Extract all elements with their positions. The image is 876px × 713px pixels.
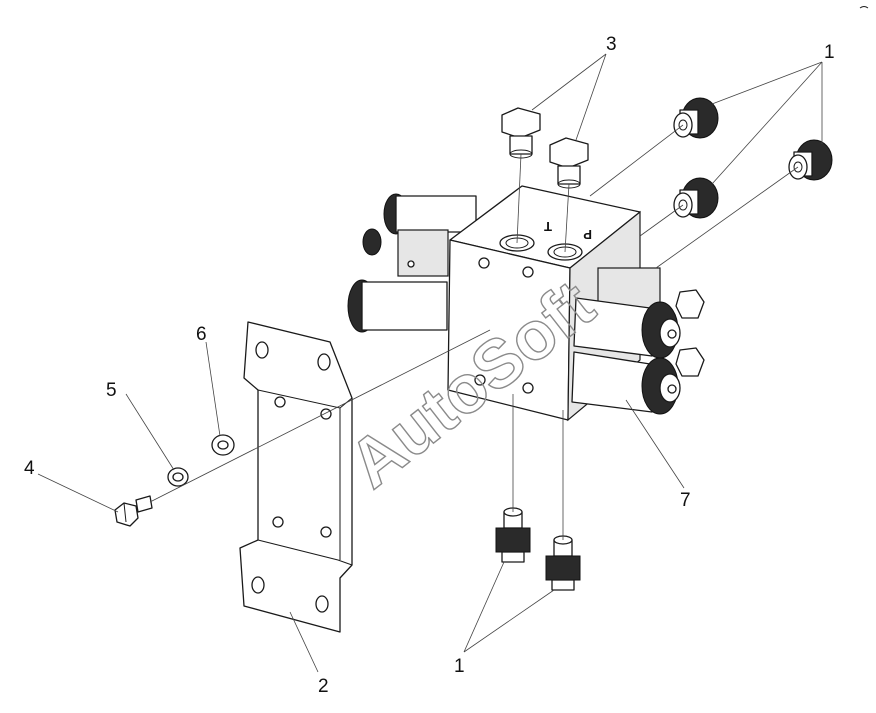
bracket-slot (251, 576, 265, 594)
callout-1-top: 1 (824, 42, 835, 63)
corner-mark (859, 6, 869, 9)
port-label-t: T (544, 219, 552, 234)
adapter-fitting (788, 139, 833, 181)
port-label-p: P (583, 227, 592, 242)
bracket-hole (274, 396, 286, 408)
bracket-hole (272, 516, 284, 528)
callout-2: 2 (318, 676, 329, 697)
lock-washer (167, 467, 189, 487)
plug-fitting (549, 137, 589, 189)
callout-4: 4 (24, 458, 35, 479)
plug-fitting (501, 107, 541, 159)
callout-7: 7 (680, 490, 691, 511)
bracket-slot (255, 341, 269, 359)
adapter-fitting (545, 535, 581, 591)
bracket-slot (315, 595, 329, 613)
callout-3: 3 (606, 34, 617, 55)
bracket-slot (317, 353, 331, 371)
adapter-fitting (673, 97, 719, 139)
bolt (114, 495, 153, 527)
adapter-fitting (673, 177, 719, 219)
callout-5: 5 (106, 380, 117, 401)
flat-washer (211, 434, 235, 456)
solenoid-connector (397, 229, 449, 277)
callout-6: 6 (196, 324, 207, 345)
mounting-bracket (239, 321, 353, 633)
bracket-hole (320, 408, 332, 420)
bracket-hole (320, 526, 332, 538)
callout-leaders (37, 53, 823, 673)
assembly-lines (149, 124, 799, 540)
callout-1-bottom: 1 (454, 656, 465, 677)
adapter-fitting (495, 507, 531, 563)
valve-block (347, 185, 705, 422)
